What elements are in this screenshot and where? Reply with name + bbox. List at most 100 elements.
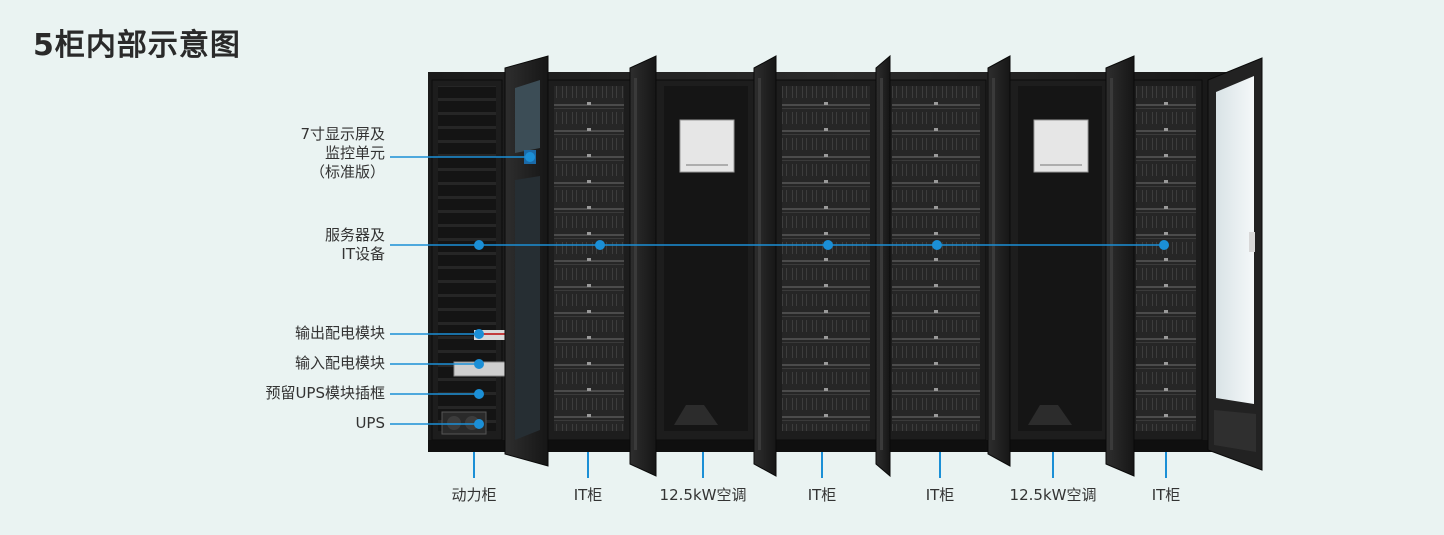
server-led xyxy=(824,102,828,105)
server-led xyxy=(587,258,591,261)
callout-label-ups: UPS xyxy=(355,414,385,432)
server-led xyxy=(1164,336,1168,339)
ups-fan xyxy=(447,416,461,430)
server-led xyxy=(934,154,938,157)
server-led xyxy=(587,128,591,131)
server-led xyxy=(587,206,591,209)
callout-lines xyxy=(390,152,1169,478)
server-led xyxy=(587,180,591,183)
door-vent xyxy=(1214,410,1256,452)
server-led xyxy=(587,310,591,313)
server-led xyxy=(824,414,828,417)
server-led xyxy=(934,362,938,365)
server-led xyxy=(1164,362,1168,365)
cabinet-label-4: IT柜 xyxy=(807,486,837,504)
door-panel xyxy=(753,55,777,477)
server-led xyxy=(934,206,938,209)
cabinet-5 xyxy=(885,79,987,441)
server-led xyxy=(934,310,938,313)
cabinet-label-6: 12.5kW空调 xyxy=(1009,486,1097,504)
callout-dot-server xyxy=(823,240,833,250)
open-door-4 xyxy=(875,54,891,478)
server-led xyxy=(824,258,828,261)
cabinet-6 xyxy=(1009,79,1111,441)
server-led xyxy=(587,336,591,339)
cabinet-label-2: IT柜 xyxy=(573,486,603,504)
server-led xyxy=(587,388,591,391)
ac-controller xyxy=(679,119,735,173)
page-title: 5柜内部示意图 xyxy=(33,28,241,63)
door-edge xyxy=(758,78,761,450)
callout-label-output: 输出配电模块 xyxy=(294,324,385,342)
door-edge xyxy=(880,78,883,450)
server-led xyxy=(1164,128,1168,131)
cabinet-7 xyxy=(1129,79,1203,441)
open-door-3 xyxy=(753,55,777,477)
output-module-stripe xyxy=(474,333,510,335)
server-led xyxy=(1164,206,1168,209)
server-led xyxy=(587,232,591,235)
server-led xyxy=(587,362,591,365)
callout-dot-server xyxy=(595,240,605,250)
callout-dot-server xyxy=(474,240,484,250)
server-led xyxy=(824,128,828,131)
open-door-6 xyxy=(1105,55,1135,477)
callout-dot-output xyxy=(474,329,484,339)
cabinet-4 xyxy=(775,79,877,441)
server-led xyxy=(1164,102,1168,105)
server-led xyxy=(1164,258,1168,261)
server-led xyxy=(824,180,828,183)
server-led xyxy=(1164,232,1168,235)
door-panel xyxy=(987,55,1011,467)
ac-controller xyxy=(1033,119,1089,173)
cabinet-label-5: IT柜 xyxy=(925,486,955,504)
server-led xyxy=(824,284,828,287)
callout-label-reserve: 预留UPS模块插框 xyxy=(265,384,385,402)
door-edge xyxy=(634,78,637,450)
cabinet-label-3: 12.5kW空调 xyxy=(659,486,747,504)
callout-label-screen: 7寸显示屏及 监控单元 （标准版） xyxy=(300,125,385,181)
cabinet-label-7: IT柜 xyxy=(1151,486,1181,504)
server-led xyxy=(1164,310,1168,313)
door-edge xyxy=(992,78,995,440)
server-led xyxy=(934,258,938,261)
callout-dot-screen xyxy=(525,152,535,162)
power-vents xyxy=(438,86,496,431)
glass-panel xyxy=(1216,76,1254,404)
cabinet-base xyxy=(428,440,1262,452)
callout-dot-reserve xyxy=(474,389,484,399)
server-led xyxy=(934,388,938,391)
cabinet-1 xyxy=(431,79,517,441)
server-led xyxy=(824,336,828,339)
server-led xyxy=(824,362,828,365)
callout-dot-server xyxy=(932,240,942,250)
server-led xyxy=(587,102,591,105)
server-led xyxy=(1164,154,1168,157)
server-led xyxy=(587,284,591,287)
callout-dot-input xyxy=(474,359,484,369)
server-led xyxy=(934,102,938,105)
cabinet-row xyxy=(428,54,1263,478)
callout-dot-server xyxy=(1159,240,1169,250)
server-led xyxy=(824,154,828,157)
open-door-5 xyxy=(987,55,1011,467)
cabinet-2 xyxy=(547,79,631,441)
server-led xyxy=(1164,388,1168,391)
door-window xyxy=(515,176,540,440)
server-led xyxy=(824,388,828,391)
server-led xyxy=(934,336,938,339)
callout-dot-ups xyxy=(474,419,484,429)
ac-fan-unit xyxy=(1028,405,1072,425)
door-edge xyxy=(1110,78,1113,450)
server-led xyxy=(824,206,828,209)
server-led xyxy=(824,310,828,313)
server-led xyxy=(587,414,591,417)
server-led xyxy=(934,180,938,183)
callout-label-input: 输入配电模块 xyxy=(294,354,385,372)
server-led xyxy=(934,128,938,131)
callout-label-server: 服务器及 IT设备 xyxy=(324,226,385,263)
cabinet-3 xyxy=(655,79,757,441)
door-handle xyxy=(1249,232,1255,252)
cabinet-label-1: 动力柜 xyxy=(451,486,497,504)
